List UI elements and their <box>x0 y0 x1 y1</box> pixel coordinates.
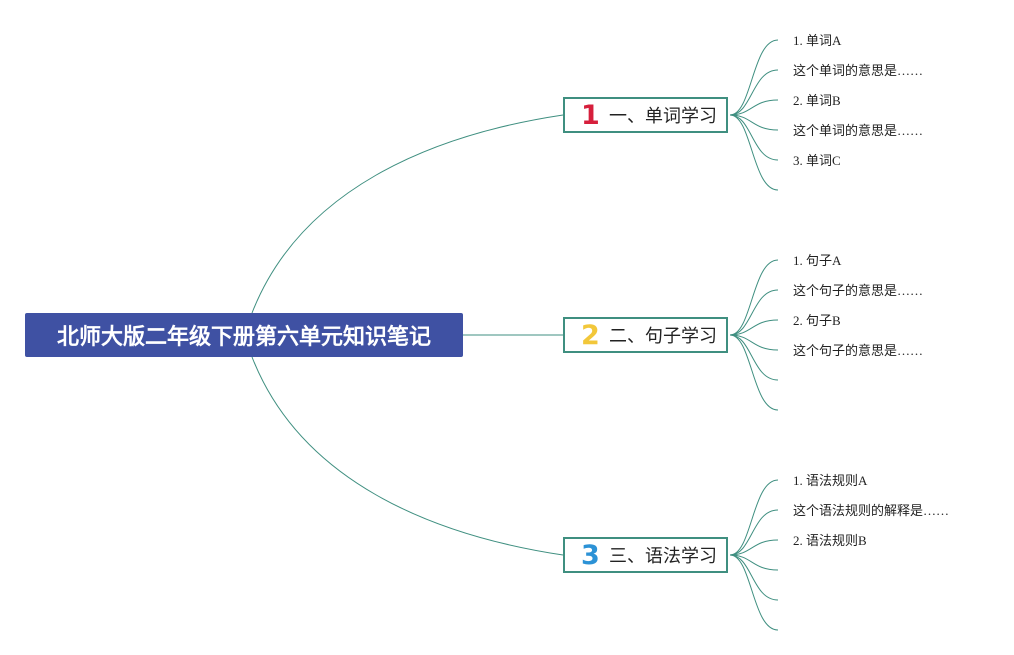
branch-label: 一、单词学习 <box>609 106 717 127</box>
connector-branch-2-leaf-5 <box>729 334 779 381</box>
connector-branch-3-leaf-3 <box>729 539 779 556</box>
connector-branch-2-leaf-3 <box>729 319 779 336</box>
connector-branch-1-leaf-2 <box>729 69 779 116</box>
leaf-sentence-b-meaning[interactable]: 这个句子的意思是…… <box>793 343 924 358</box>
connector-branch-2-leaf-6 <box>729 334 779 411</box>
connector-branch-2-leaf-1 <box>729 259 779 336</box>
leaf-word-c[interactable]: 3. 单词C <box>793 153 841 168</box>
number-3-icon: 3 <box>581 539 600 571</box>
leaf-word-b[interactable]: 2. 单词B <box>793 93 841 108</box>
connector-branch-1-leaf-5 <box>729 114 779 161</box>
connector-branch-1-leaf-1 <box>729 39 779 116</box>
leaf-word-b-meaning[interactable]: 这个单词的意思是…… <box>793 123 924 138</box>
connector-root-branch-1 <box>251 114 564 314</box>
central-topic[interactable]: 北师大版二年级下册第六单元知识笔记 <box>25 313 463 357</box>
connector-branch-1-leaf-6 <box>729 114 779 191</box>
connector-branch-3-leaf-2 <box>729 509 779 556</box>
connector-root-branch-3 <box>251 356 564 556</box>
leaf-sentence-b[interactable]: 2. 句子B <box>793 313 841 328</box>
connector-branch-3-leaf-5 <box>729 554 779 601</box>
connector-branch-3-leaf-6 <box>729 554 779 631</box>
connector-branch-3-leaf-1 <box>729 479 779 556</box>
leaf-sentence-a-meaning[interactable]: 这个句子的意思是…… <box>793 283 924 298</box>
leaf-grammar-b[interactable]: 2. 语法规则B <box>793 533 867 548</box>
branch-word-learning[interactable]: 1 一、单词学习 <box>563 97 728 133</box>
leaf-word-a[interactable]: 1. 单词A <box>793 33 842 48</box>
number-2-icon: 2 <box>581 319 600 351</box>
connector-branch-2-leaf-2 <box>729 289 779 336</box>
branch-label: 二、句子学习 <box>609 326 717 347</box>
central-topic-label: 北师大版二年级下册第六单元知识笔记 <box>56 325 431 350</box>
branch-label: 三、语法学习 <box>609 546 717 567</box>
branch-sentence-learning[interactable]: 2 二、句子学习 <box>563 317 728 353</box>
leaf-word-a-meaning[interactable]: 这个单词的意思是…… <box>793 63 924 78</box>
leaf-sentence-a[interactable]: 1. 句子A <box>793 253 842 268</box>
leaf-grammar-a-explanation[interactable]: 这个语法规则的解释是…… <box>793 503 950 518</box>
leaf-grammar-a[interactable]: 1. 语法规则A <box>793 473 868 488</box>
branch-grammar-learning[interactable]: 3 三、语法学习 <box>563 537 728 573</box>
connector-branch-1-leaf-3 <box>729 99 779 116</box>
number-1-icon: 1 <box>581 99 600 131</box>
